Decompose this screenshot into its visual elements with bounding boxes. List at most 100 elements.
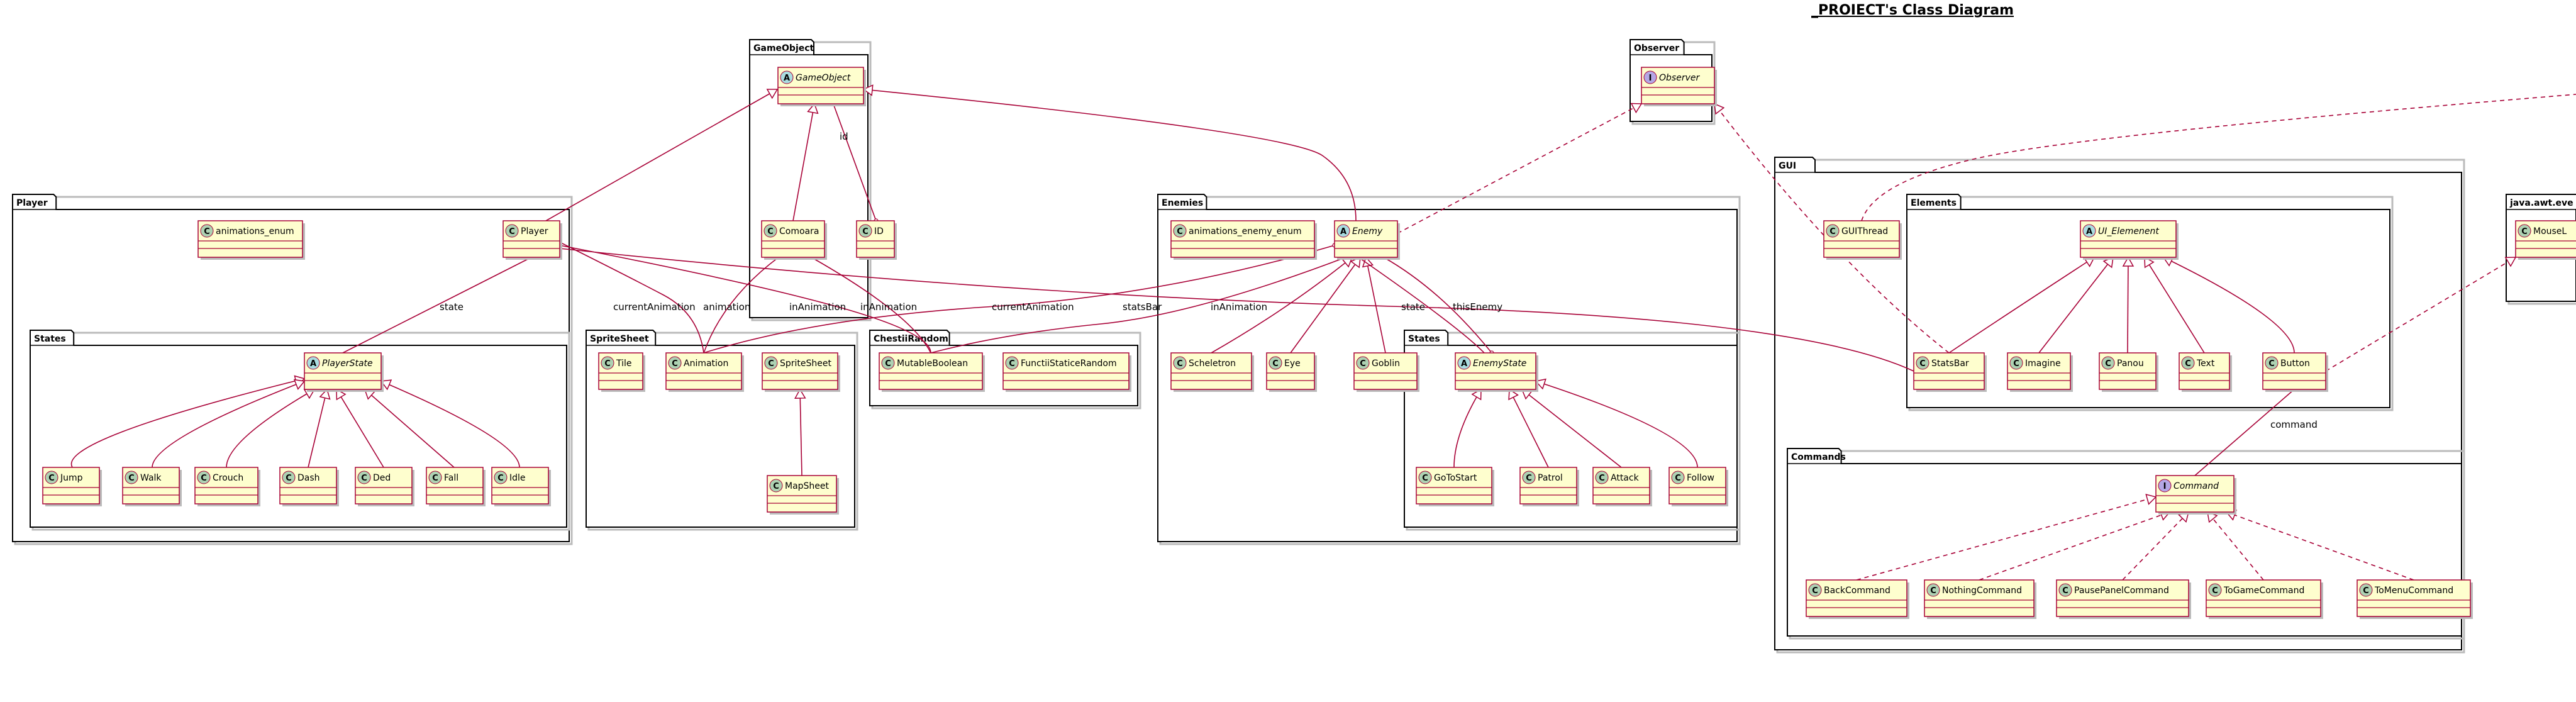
svg-text:C: C <box>1177 227 1183 237</box>
class-name: Attack <box>1611 473 1640 483</box>
class-name: FunctiiStaticeRandom <box>1021 359 1117 369</box>
relation-extends <box>2122 256 2135 354</box>
class-name: MapSheet <box>785 481 830 491</box>
svg-text:C: C <box>2105 359 2111 369</box>
svg-text:C: C <box>509 227 515 237</box>
class-spot-icon <box>764 356 778 370</box>
class-name: animations_enemy_enum <box>1189 226 1302 237</box>
relation-label: inAnimation <box>1211 301 1267 313</box>
svg-text:C: C <box>2521 227 2528 237</box>
class-name: GoToStart <box>1434 473 1477 483</box>
svg-text:C: C <box>1422 474 1428 483</box>
relation-extends <box>792 103 819 221</box>
svg-text:A: A <box>784 74 790 83</box>
class-spot-icon <box>282 471 296 484</box>
class-spot-icon <box>428 471 442 484</box>
class-spot-icon <box>357 471 371 484</box>
relation-implements <box>2325 257 2517 372</box>
class-EnemyState[interactable]: A EnemyState <box>1455 352 1538 392</box>
class-Button[interactable]: C Button <box>2262 352 2328 392</box>
class-name: Crouch <box>213 473 243 483</box>
relation-extends <box>380 379 520 468</box>
class-spot-icon <box>2359 583 2373 597</box>
class-Panou[interactable]: C Panou <box>2099 352 2158 392</box>
relation-extends <box>1508 388 1549 468</box>
svg-text:A: A <box>1340 227 1346 237</box>
class-name: SpriteSheet <box>780 359 832 369</box>
class-name: Button <box>2280 359 2310 369</box>
relation-label: state <box>440 301 464 313</box>
relation-extends <box>794 388 806 476</box>
class-Attack[interactable]: C Attack <box>1592 467 1652 506</box>
package-label: Player <box>16 198 48 208</box>
abstract-spot-icon <box>2082 224 2096 238</box>
svg-text:C: C <box>2268 359 2275 369</box>
class-spot-icon <box>1269 356 1282 370</box>
diagram-title: _PROIECT's Class Diagram <box>1811 3 2014 18</box>
class-spot-icon <box>1926 583 1940 597</box>
package-label: Commands <box>1791 452 1846 462</box>
svg-text:A: A <box>1461 359 1467 369</box>
class-name: PlayerState <box>322 359 373 369</box>
class-name: Dash <box>297 473 320 483</box>
class-spot-icon <box>1356 356 1370 370</box>
relation-label: id <box>840 131 848 142</box>
class-spot-icon <box>2058 583 2072 597</box>
svg-text:C: C <box>672 359 678 369</box>
class-name: EnemyState <box>1473 359 1526 369</box>
class-name: Imagine <box>2025 359 2061 369</box>
class-name: Panou <box>2117 359 2144 369</box>
svg-text:C: C <box>1829 227 1836 237</box>
class-GoToStart[interactable]: C GoToStart <box>1416 467 1494 506</box>
package-label: States <box>34 334 66 344</box>
abstract-spot-icon <box>306 356 320 370</box>
svg-text:C: C <box>1526 474 1532 483</box>
svg-text:C: C <box>497 474 504 483</box>
class-name: Follow <box>1687 473 1714 483</box>
abstract-spot-icon <box>1457 356 1471 370</box>
svg-text:C: C <box>1599 474 1605 483</box>
interface-spot-icon <box>2158 479 2172 493</box>
class-spot-icon <box>200 224 214 238</box>
